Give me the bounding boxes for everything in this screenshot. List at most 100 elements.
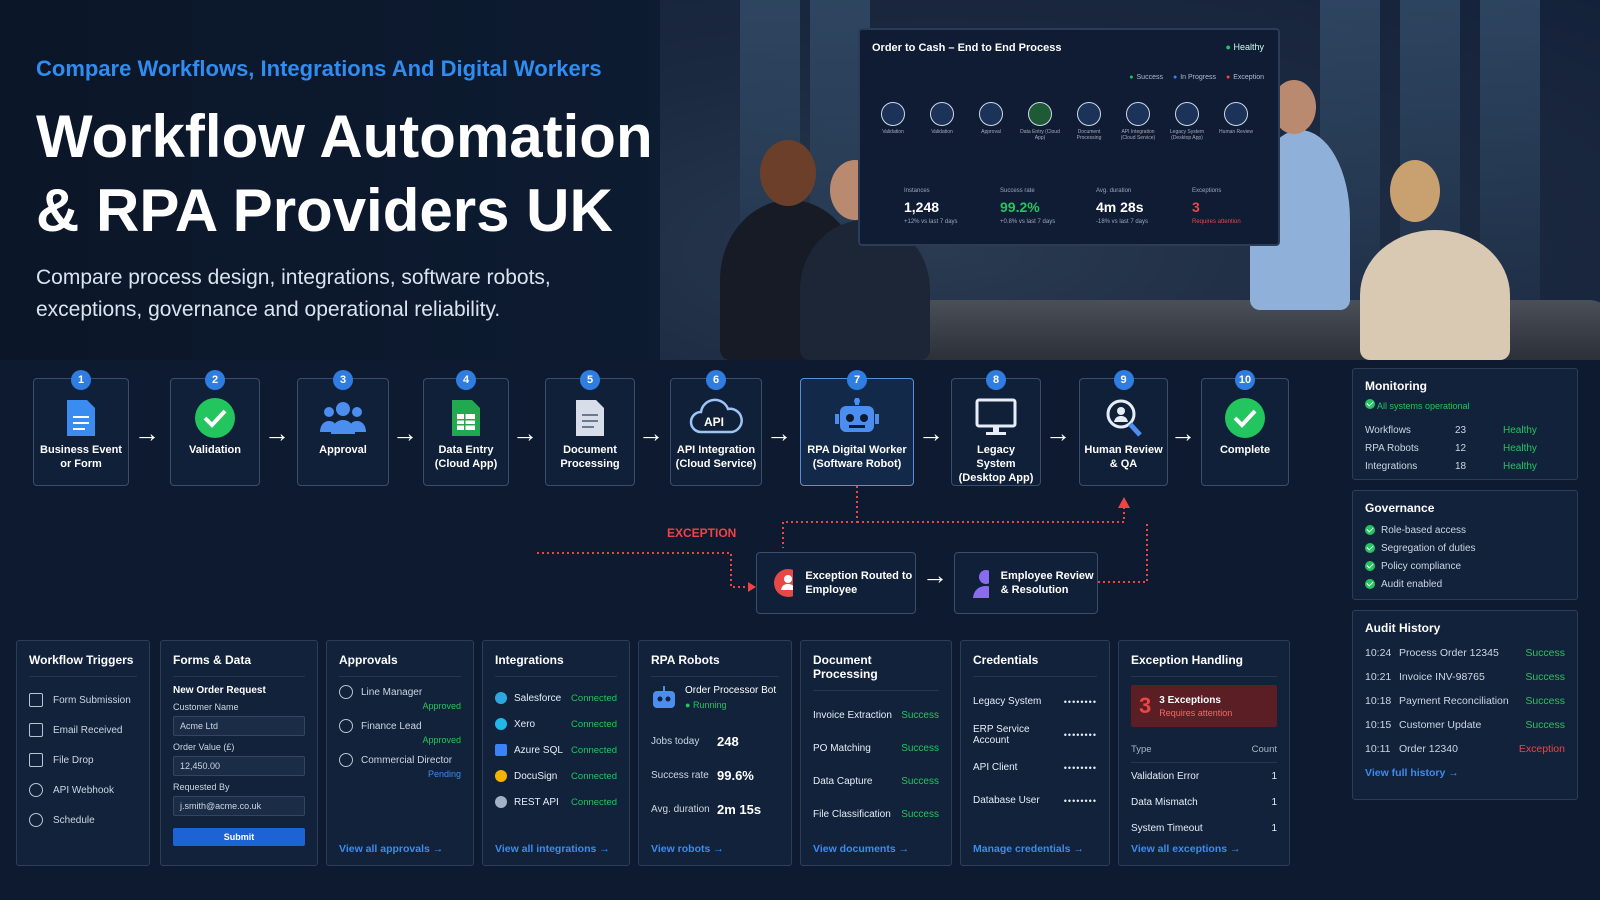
- arrow-right-icon: →: [1170, 418, 1196, 448]
- audit-title: Audit History: [1365, 621, 1441, 635]
- view-all-approvals-link[interactable]: View all approvals →: [339, 843, 444, 855]
- manage-credentials-link[interactable]: Manage credentials →: [973, 843, 1084, 855]
- trigger-form-submission[interactable]: Form Submission: [29, 685, 137, 715]
- process-step-10[interactable]: 10 Complete: [1201, 370, 1289, 486]
- approver-row[interactable]: Line Manager: [339, 685, 461, 699]
- process-step-3[interactable]: 3 Approval: [297, 370, 389, 486]
- form-title: New Order Request: [173, 685, 266, 696]
- process-step-7[interactable]: 7 RPA Digital Worker (Software Robot): [800, 370, 914, 486]
- trigger-email-received[interactable]: Email Received: [29, 715, 137, 745]
- view-all-exceptions-link[interactable]: View all exceptions →: [1131, 843, 1241, 855]
- step-number: 9: [1113, 370, 1134, 390]
- webhook-icon: [29, 783, 43, 797]
- trigger-schedule[interactable]: Schedule: [29, 805, 137, 835]
- magnifier-user-icon: [1080, 397, 1167, 439]
- arrow-right-icon: →: [264, 418, 290, 448]
- legend-in-progress: In Progress: [1173, 74, 1216, 81]
- approval-status: Approved: [422, 701, 461, 711]
- api-icon: [495, 796, 507, 808]
- requested-by-label: Requested By: [173, 782, 230, 792]
- submit-button[interactable]: Submit: [173, 828, 305, 846]
- process-step-8[interactable]: 8 Legacy System (Desktop App): [951, 370, 1041, 486]
- check-circle-icon: [171, 397, 259, 439]
- step-number: 3: [333, 370, 353, 390]
- order-value-input[interactable]: 12,450.00: [173, 756, 305, 776]
- check-icon: [1365, 543, 1375, 553]
- process-step-5[interactable]: 5 Document Processing: [545, 370, 635, 486]
- governance-item: Audit enabled: [1365, 575, 1565, 593]
- employee-review-box[interactable]: Employee Review & Resolution: [954, 552, 1098, 614]
- approver-row[interactable]: Commercial Director: [339, 753, 461, 767]
- governance-title: Governance: [1365, 501, 1435, 515]
- process-step-4[interactable]: 4 Data Entry (Cloud App): [423, 370, 509, 486]
- employee-icon: [973, 570, 989, 598]
- monitor-icon: [952, 397, 1040, 439]
- credential-row[interactable]: API Client••••••••: [973, 762, 1097, 773]
- monitoring-title: Monitoring: [1365, 379, 1427, 393]
- view-full-history-link[interactable]: View full history →: [1365, 767, 1459, 779]
- customer-name-input[interactable]: Acme Ltd: [173, 716, 305, 736]
- process-step-2[interactable]: 2 Validation: [170, 370, 260, 486]
- approval-status: Approved: [422, 735, 461, 745]
- workflow-triggers-card: Workflow Triggers Form Submission Email …: [16, 640, 150, 866]
- monitoring-status: All systems operational: [1365, 399, 1565, 411]
- view-robots-link[interactable]: View robots →: [651, 843, 724, 855]
- view-all-integrations-link[interactable]: View all integrations →: [495, 843, 610, 855]
- page-title: Workflow Automation & RPA Providers UK: [36, 103, 653, 244]
- step-label: Legacy System (Desktop App): [958, 444, 1034, 484]
- process-step-1[interactable]: 1 Business Event or Form: [33, 370, 129, 486]
- exception-label: EXCEPTION: [667, 526, 737, 540]
- step-label: Business Event or Form: [40, 444, 122, 470]
- governance-item: Policy compliance: [1365, 557, 1565, 575]
- credential-row[interactable]: Database User••••••••: [973, 795, 1097, 806]
- robot-item[interactable]: Order Processor Bot● Running: [651, 685, 779, 710]
- docusign-icon: [495, 770, 507, 782]
- hero-banner: Compare Workflows, Integrations And Digi…: [0, 0, 1600, 360]
- employee-review-label: Employee Review & Resolution: [1000, 570, 1094, 596]
- step-number: 1: [71, 370, 91, 390]
- card-title: Document Processing: [813, 653, 939, 691]
- xero-icon: [495, 718, 507, 730]
- screen-status: ● Healthy: [1226, 42, 1264, 52]
- cloud-api-icon: API: [671, 397, 761, 439]
- approver-row[interactable]: Finance Lead: [339, 719, 461, 733]
- step-number: 10: [1235, 370, 1255, 390]
- exception-routed-box[interactable]: Exception Routed to Employee: [756, 552, 916, 614]
- process-step-6[interactable]: 6 API API Integration (Cloud Service): [670, 370, 762, 486]
- user-icon: [339, 685, 353, 699]
- step-label: Approval: [319, 444, 367, 456]
- arrow-right-icon: →: [512, 418, 538, 448]
- view-documents-link[interactable]: View documents →: [813, 843, 910, 855]
- requested-by-input[interactable]: j.smith@acme.co.uk: [173, 796, 305, 816]
- credential-row[interactable]: Legacy System••••••••: [973, 696, 1097, 707]
- credential-row[interactable]: ERP Service Account••••••••: [973, 723, 1097, 746]
- screen-status-label: Healthy: [1233, 42, 1264, 52]
- trigger-api-webhook[interactable]: API Webhook: [29, 775, 137, 805]
- trigger-file-drop[interactable]: File Drop: [29, 745, 137, 775]
- process-step-9[interactable]: 9 Human Review & QA: [1079, 370, 1168, 486]
